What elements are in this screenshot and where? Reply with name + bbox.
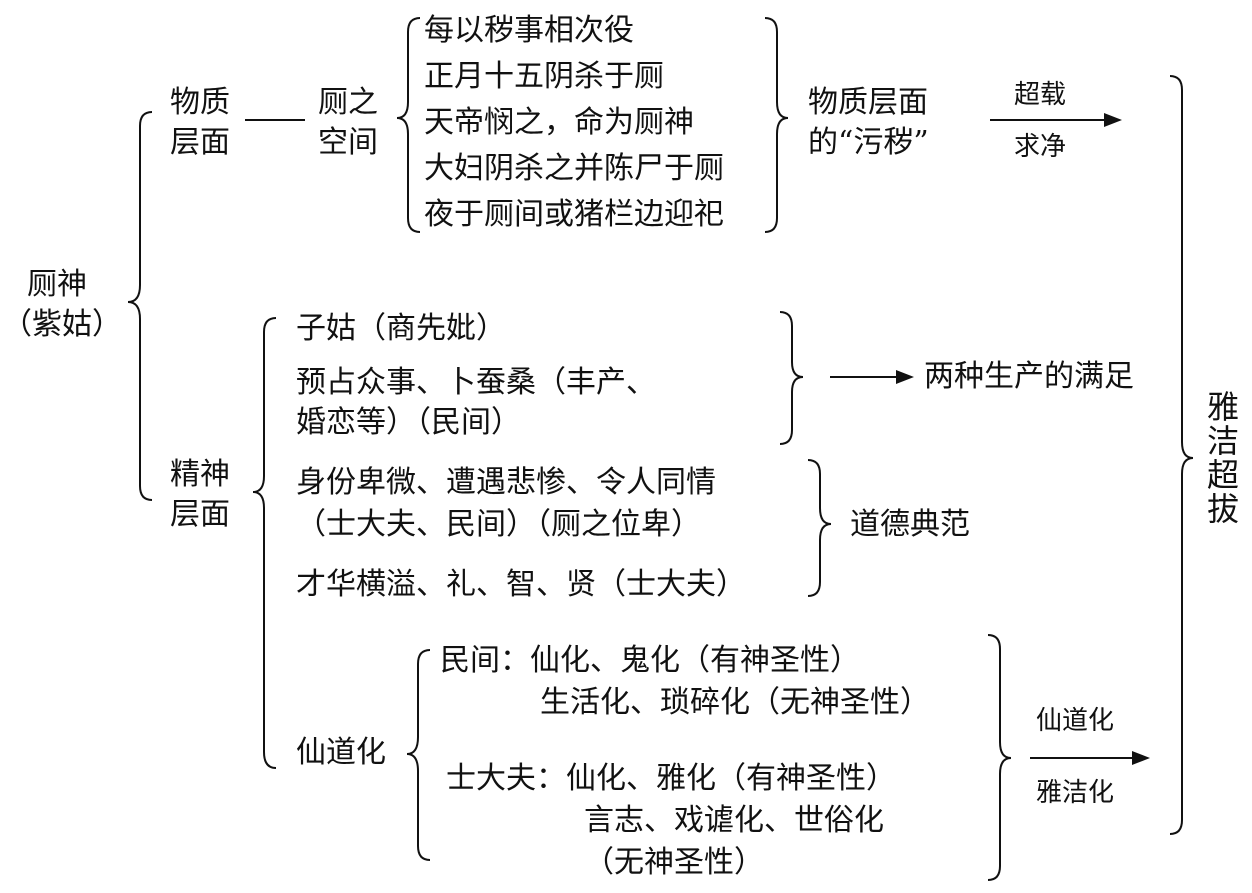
material-result-line1: 物质层面 bbox=[808, 85, 928, 120]
material-items-right-brace bbox=[764, 17, 789, 233]
group2-item: 身份卑微、遭遇悲惨、令人同情 bbox=[296, 465, 716, 500]
group1-arrow-head bbox=[896, 370, 914, 384]
material-result-line2: 的“污秽” bbox=[808, 125, 929, 160]
spiritual-label-line1: 精神 bbox=[170, 457, 230, 492]
group3-arrow-label-bottom: 雅洁化 bbox=[1036, 778, 1115, 808]
material-label-line1: 物质 bbox=[170, 85, 230, 120]
group3-arrow-head bbox=[1132, 751, 1150, 765]
group3-literati-line: 士大夫：仙化、雅化（有神圣性） bbox=[446, 761, 896, 796]
group3-arrow-label-top: 仙道化 bbox=[1036, 706, 1115, 736]
group3-literati-line: （无神圣性） bbox=[584, 845, 764, 880]
material-items-left-brace bbox=[396, 17, 421, 233]
material-space-line2: 空间 bbox=[318, 125, 378, 160]
material-item: 夜于厕间或猪栏边迎祀 bbox=[424, 197, 724, 232]
group1-item: 子姑（商先妣） bbox=[296, 311, 506, 346]
group1-item: 预占众事、卜蚕桑（丰产、 bbox=[296, 365, 656, 400]
final-brace bbox=[1169, 75, 1194, 835]
spiritual-label-line2: 层面 bbox=[170, 497, 230, 532]
group3-folk-line: 民间：仙化、鬼化（有神圣性） bbox=[440, 643, 860, 678]
group3-left-brace bbox=[406, 649, 431, 861]
material-space-line1: 厕之 bbox=[318, 85, 378, 120]
group1-right-brace bbox=[779, 311, 804, 445]
root-brace bbox=[127, 111, 153, 501]
material-arrow-label-top: 超载 bbox=[1014, 80, 1067, 110]
material-label-line2: 层面 bbox=[170, 125, 230, 160]
root-label-line2: （紫姑） bbox=[2, 307, 122, 342]
root-label-line1: 厕神 bbox=[27, 267, 87, 302]
group3-folk-line: 生活化、琐碎化（无神圣性） bbox=[540, 685, 930, 720]
group2-result: 道德典范 bbox=[850, 507, 970, 542]
material-arrow-label-bottom: 求净 bbox=[1014, 132, 1067, 162]
group2-item: 才华横溢、礼、智、贤（士大夫） bbox=[296, 567, 746, 602]
material-item: 正月十五阴杀于厕 bbox=[424, 59, 664, 94]
material-item: 每以秽事相次役 bbox=[424, 13, 634, 48]
material-arrow-head bbox=[1104, 113, 1122, 127]
material-item: 大妇阴杀之并陈尸于厕 bbox=[424, 151, 724, 186]
group1-item: 婚恋等）（民间） bbox=[296, 405, 521, 440]
final-label: 雅洁超拔 bbox=[1202, 390, 1240, 526]
group3-right-brace bbox=[987, 634, 1012, 881]
group2-right-brace bbox=[807, 459, 832, 597]
material-item: 天帝悯之，命为厕神 bbox=[424, 105, 694, 140]
spiritual-brace bbox=[252, 317, 277, 769]
group3-literati-line: 言志、戏谑化、世俗化 bbox=[584, 803, 884, 838]
group1-result: 两种生产的满足 bbox=[924, 359, 1134, 394]
group3-label: 仙道化 bbox=[296, 735, 386, 770]
group2-item: （士大夫、民间）（厕之位卑） bbox=[296, 507, 701, 542]
